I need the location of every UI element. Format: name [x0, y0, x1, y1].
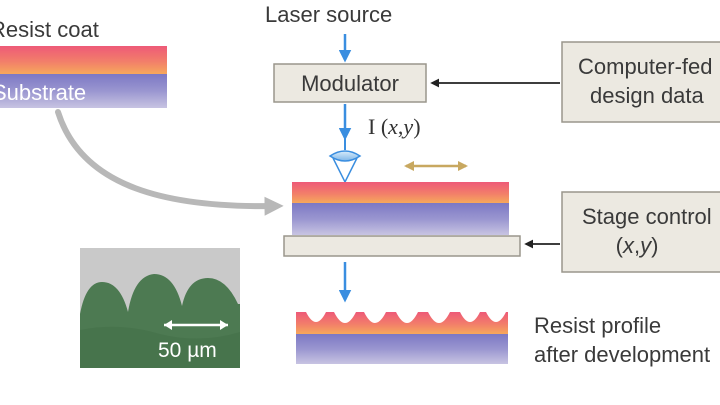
- substrate-layer: [0, 74, 167, 108]
- substrate-label: Substrate: [0, 80, 86, 105]
- stage-control-label-line2: (x,y): [616, 233, 659, 258]
- transfer-arrow: [55, 109, 284, 216]
- stage-resist-layer: [292, 182, 509, 203]
- computer-fed-label-line2: design data: [590, 83, 705, 108]
- developed-wafer: [296, 312, 508, 364]
- resist-profile-label-line1: Resist profile: [534, 313, 661, 338]
- lens-icon: [328, 138, 362, 184]
- modulator-box: [273, 63, 427, 103]
- stage-control-label-line1: Stage control: [582, 204, 712, 229]
- scale-bar-label: 50 µm: [158, 339, 217, 362]
- micrograph-image: [80, 248, 240, 368]
- laser-source-label: Laser source: [265, 2, 392, 27]
- developed-substrate-layer: [296, 334, 508, 364]
- stage-control-box: [561, 191, 720, 273]
- resist-coat-layer: [0, 46, 167, 74]
- wafer-on-stage: [292, 182, 509, 235]
- resist-profile-label-line2: after development: [534, 342, 710, 367]
- computer-fed-label-line1: Computer-fed: [578, 54, 713, 79]
- modulator-label: Modulator: [301, 71, 399, 96]
- stage-platform: [283, 235, 521, 257]
- sample-wafer: [0, 46, 167, 108]
- computer-fed-box: [561, 41, 720, 123]
- resist-profile-grooves: [306, 312, 506, 323]
- stage-substrate-layer: [292, 203, 509, 235]
- intensity-label: I (x,y): [368, 114, 421, 139]
- resist-coat-label: Resist coat: [0, 17, 99, 42]
